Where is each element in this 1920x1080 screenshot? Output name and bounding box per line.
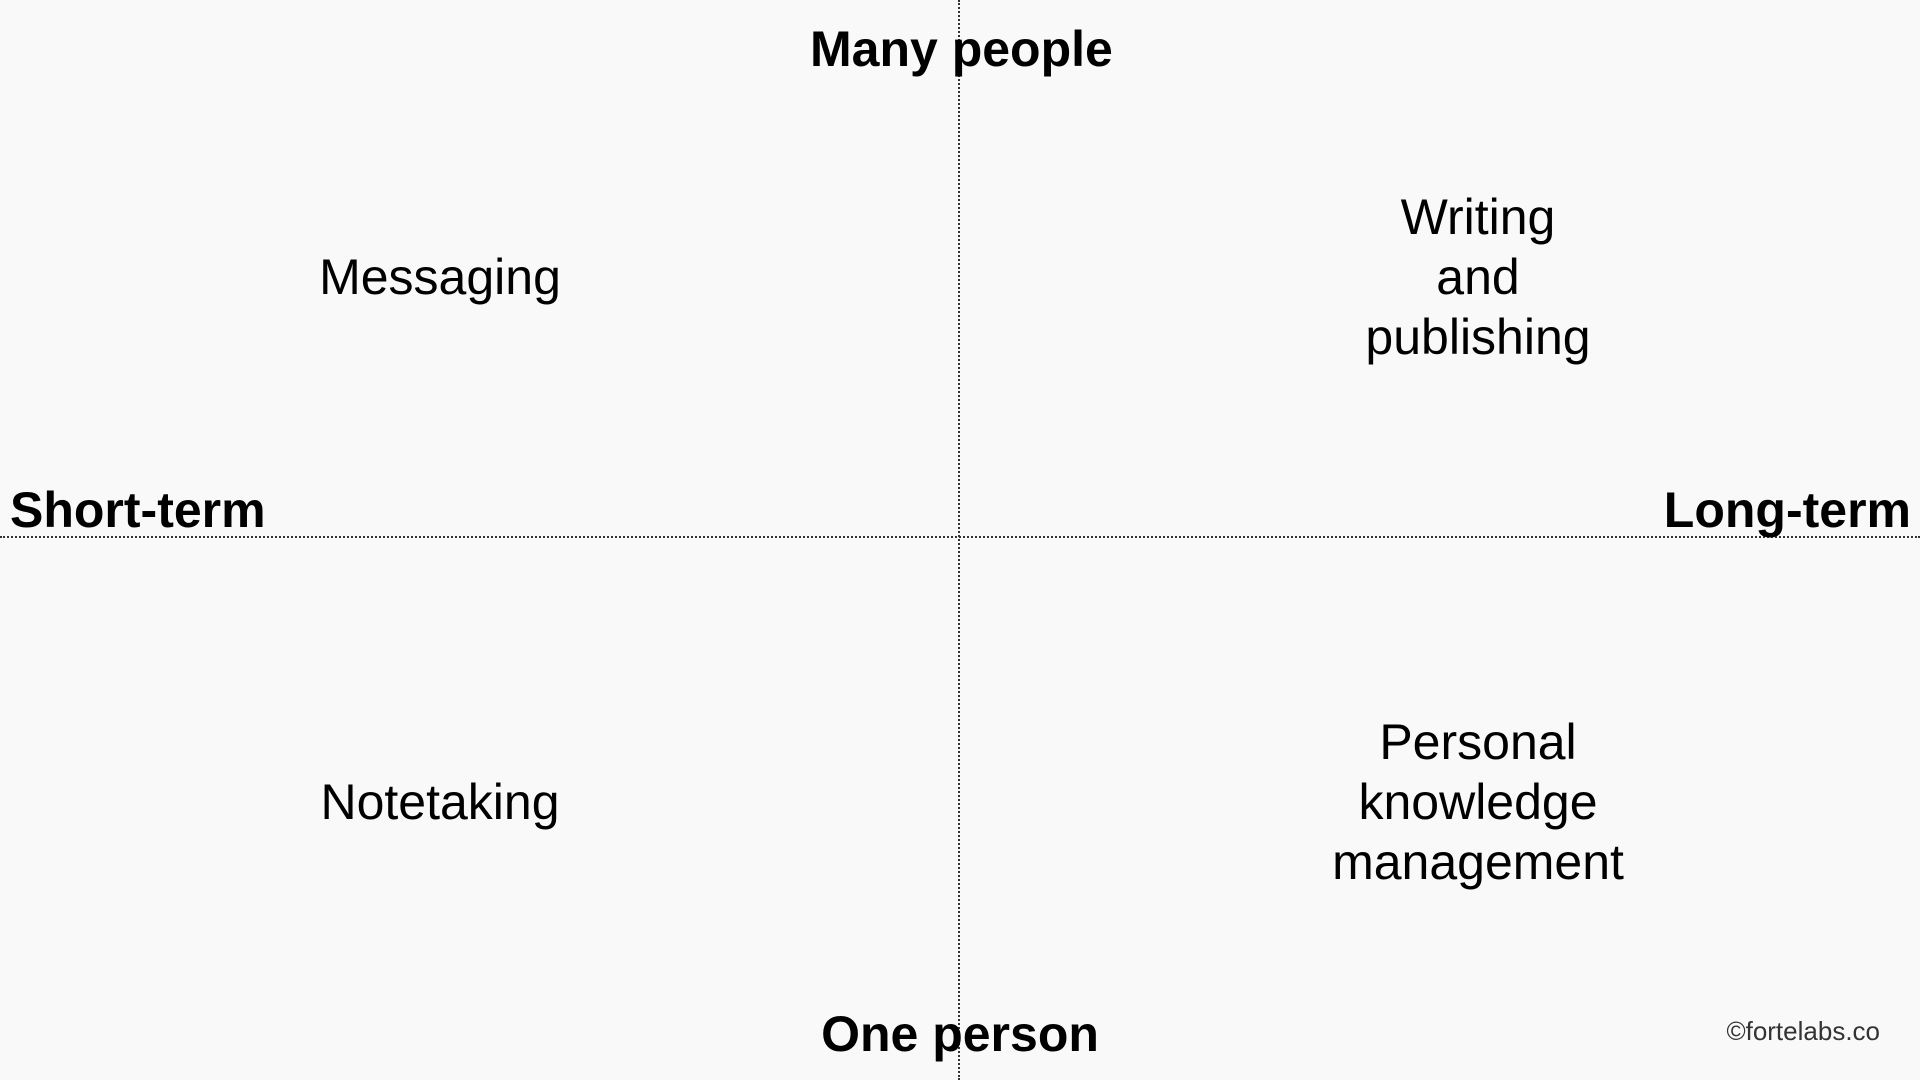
axis-label-right: Long-term [1663,482,1911,538]
quadrant-text-line: and [1436,249,1520,305]
vertical-axis-line [958,0,960,1080]
quadrant-text-line: publishing [1365,309,1591,365]
copyright-text: ©fortelabs.co [1726,1016,1880,1046]
axis-label-left: Short-term [10,482,266,538]
axis-label-bottom: One person [821,1006,1099,1062]
quadrant-text-line: Notetaking [320,774,560,830]
horizontal-axis-line [0,536,1920,538]
axis-label-top: Many people [810,21,1113,77]
quadrant-text-line: Messaging [319,249,561,305]
quadrant-bottom-left: Notetaking [180,772,700,832]
quadrant-text-line: Writing [1400,189,1556,245]
quadrant-text-line: Personal [1379,714,1577,770]
quadrant-text-line: knowledge [1358,774,1598,830]
quadrant-top-right: Writing and publishing [1218,187,1738,367]
quadrant-top-left: Messaging [180,247,700,307]
quadrant-bottom-right: Personal knowledge management [1218,712,1738,892]
quadrant-text-line: management [1332,834,1624,890]
